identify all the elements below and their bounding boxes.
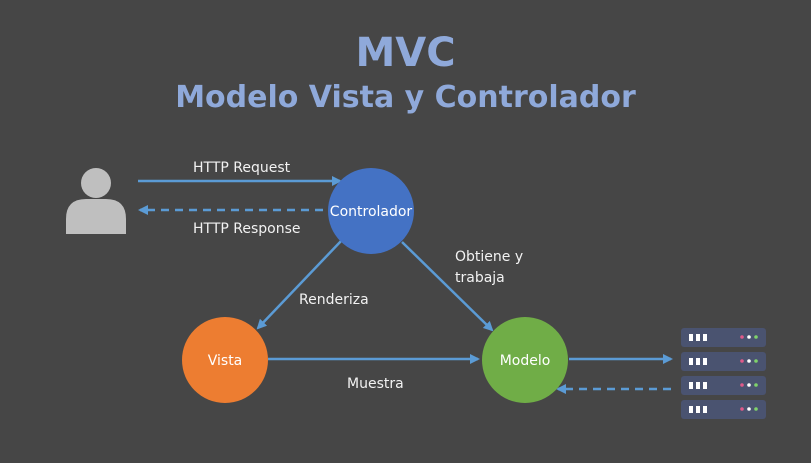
http-request-label: HTTP Request: [193, 160, 291, 176]
server-stack-icon: [681, 328, 766, 419]
model-label: Modelo: [499, 353, 551, 369]
controller-node: [328, 168, 414, 254]
obtains-label-line2: trabaja: [455, 270, 505, 286]
user-icon: [66, 168, 126, 234]
diagram-subtitle: Modelo Vista y Controlador: [175, 80, 636, 115]
shows-label: Muestra: [347, 376, 404, 392]
controller-label: Controlador: [329, 204, 413, 220]
http-response-label: HTTP Response: [193, 221, 301, 237]
diagram-title: MVC: [355, 30, 456, 76]
renders-arrow: [256, 239, 343, 330]
obtains-arrow: [401, 241, 494, 332]
model-node: [482, 317, 568, 403]
obtains-label-line1: Obtiene y: [455, 249, 524, 265]
view-label: Vista: [207, 353, 243, 369]
renders-label: Renderiza: [299, 292, 369, 308]
view-node: [182, 317, 268, 403]
